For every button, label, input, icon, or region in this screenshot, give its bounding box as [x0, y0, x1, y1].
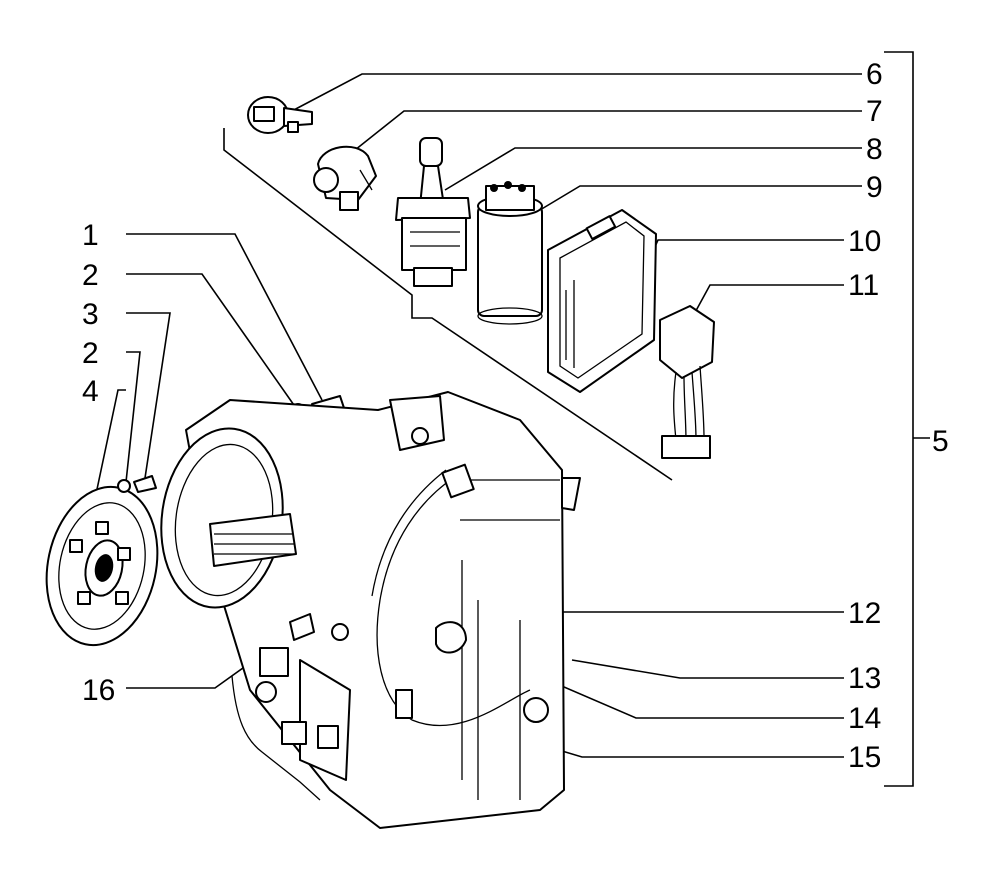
callout-4: 4: [82, 375, 99, 408]
leader-2a: [126, 273, 297, 409]
leader-3: [126, 312, 171, 479]
leader-6: [289, 73, 862, 113]
leader-4: [95, 389, 126, 495]
callout-2a: 2: [82, 259, 99, 292]
leader-1: [126, 233, 323, 401]
callout-13: 13: [848, 662, 881, 695]
leader-8: [444, 147, 862, 191]
part-8-joystick: [395, 137, 471, 287]
callout-12: 12: [848, 597, 881, 630]
leader-13: [571, 659, 844, 679]
connector-16: [289, 613, 315, 641]
clip-15: [395, 689, 413, 719]
leader-11: [691, 284, 844, 319]
callout-7: 7: [866, 95, 883, 128]
leader-10: [647, 239, 844, 263]
part-7-sensor: [313, 145, 377, 211]
callout-14: 14: [848, 702, 881, 735]
leader-9: [539, 185, 862, 211]
part-11-relay: [659, 305, 715, 459]
callout-11: 11: [848, 269, 879, 302]
callout-16: 16: [82, 674, 115, 707]
callout-9: 9: [866, 171, 883, 204]
callout-8: 8: [866, 133, 883, 166]
callout-15: 15: [848, 741, 881, 774]
part-6-switch: [247, 96, 313, 134]
callout-5: 5: [932, 425, 949, 458]
leader-2b: [125, 351, 141, 483]
leader-7: [354, 110, 862, 151]
leader-group-outline: [223, 128, 673, 481]
callout-3: 3: [82, 298, 99, 331]
part-2-3-washer-bolt: [117, 475, 157, 493]
part-transmission-housing: [160, 391, 581, 829]
part-9-filter: [477, 181, 543, 325]
callout-10: 10: [848, 225, 881, 258]
part-10-ecu: [547, 209, 657, 393]
callout-1: 1: [82, 219, 99, 252]
callout-2b: 2: [82, 337, 99, 370]
clip-14: [435, 621, 467, 654]
part-4-damper-disc: [45, 485, 159, 647]
callout-6: 6: [866, 58, 883, 91]
group-bracket-5: [884, 51, 930, 787]
